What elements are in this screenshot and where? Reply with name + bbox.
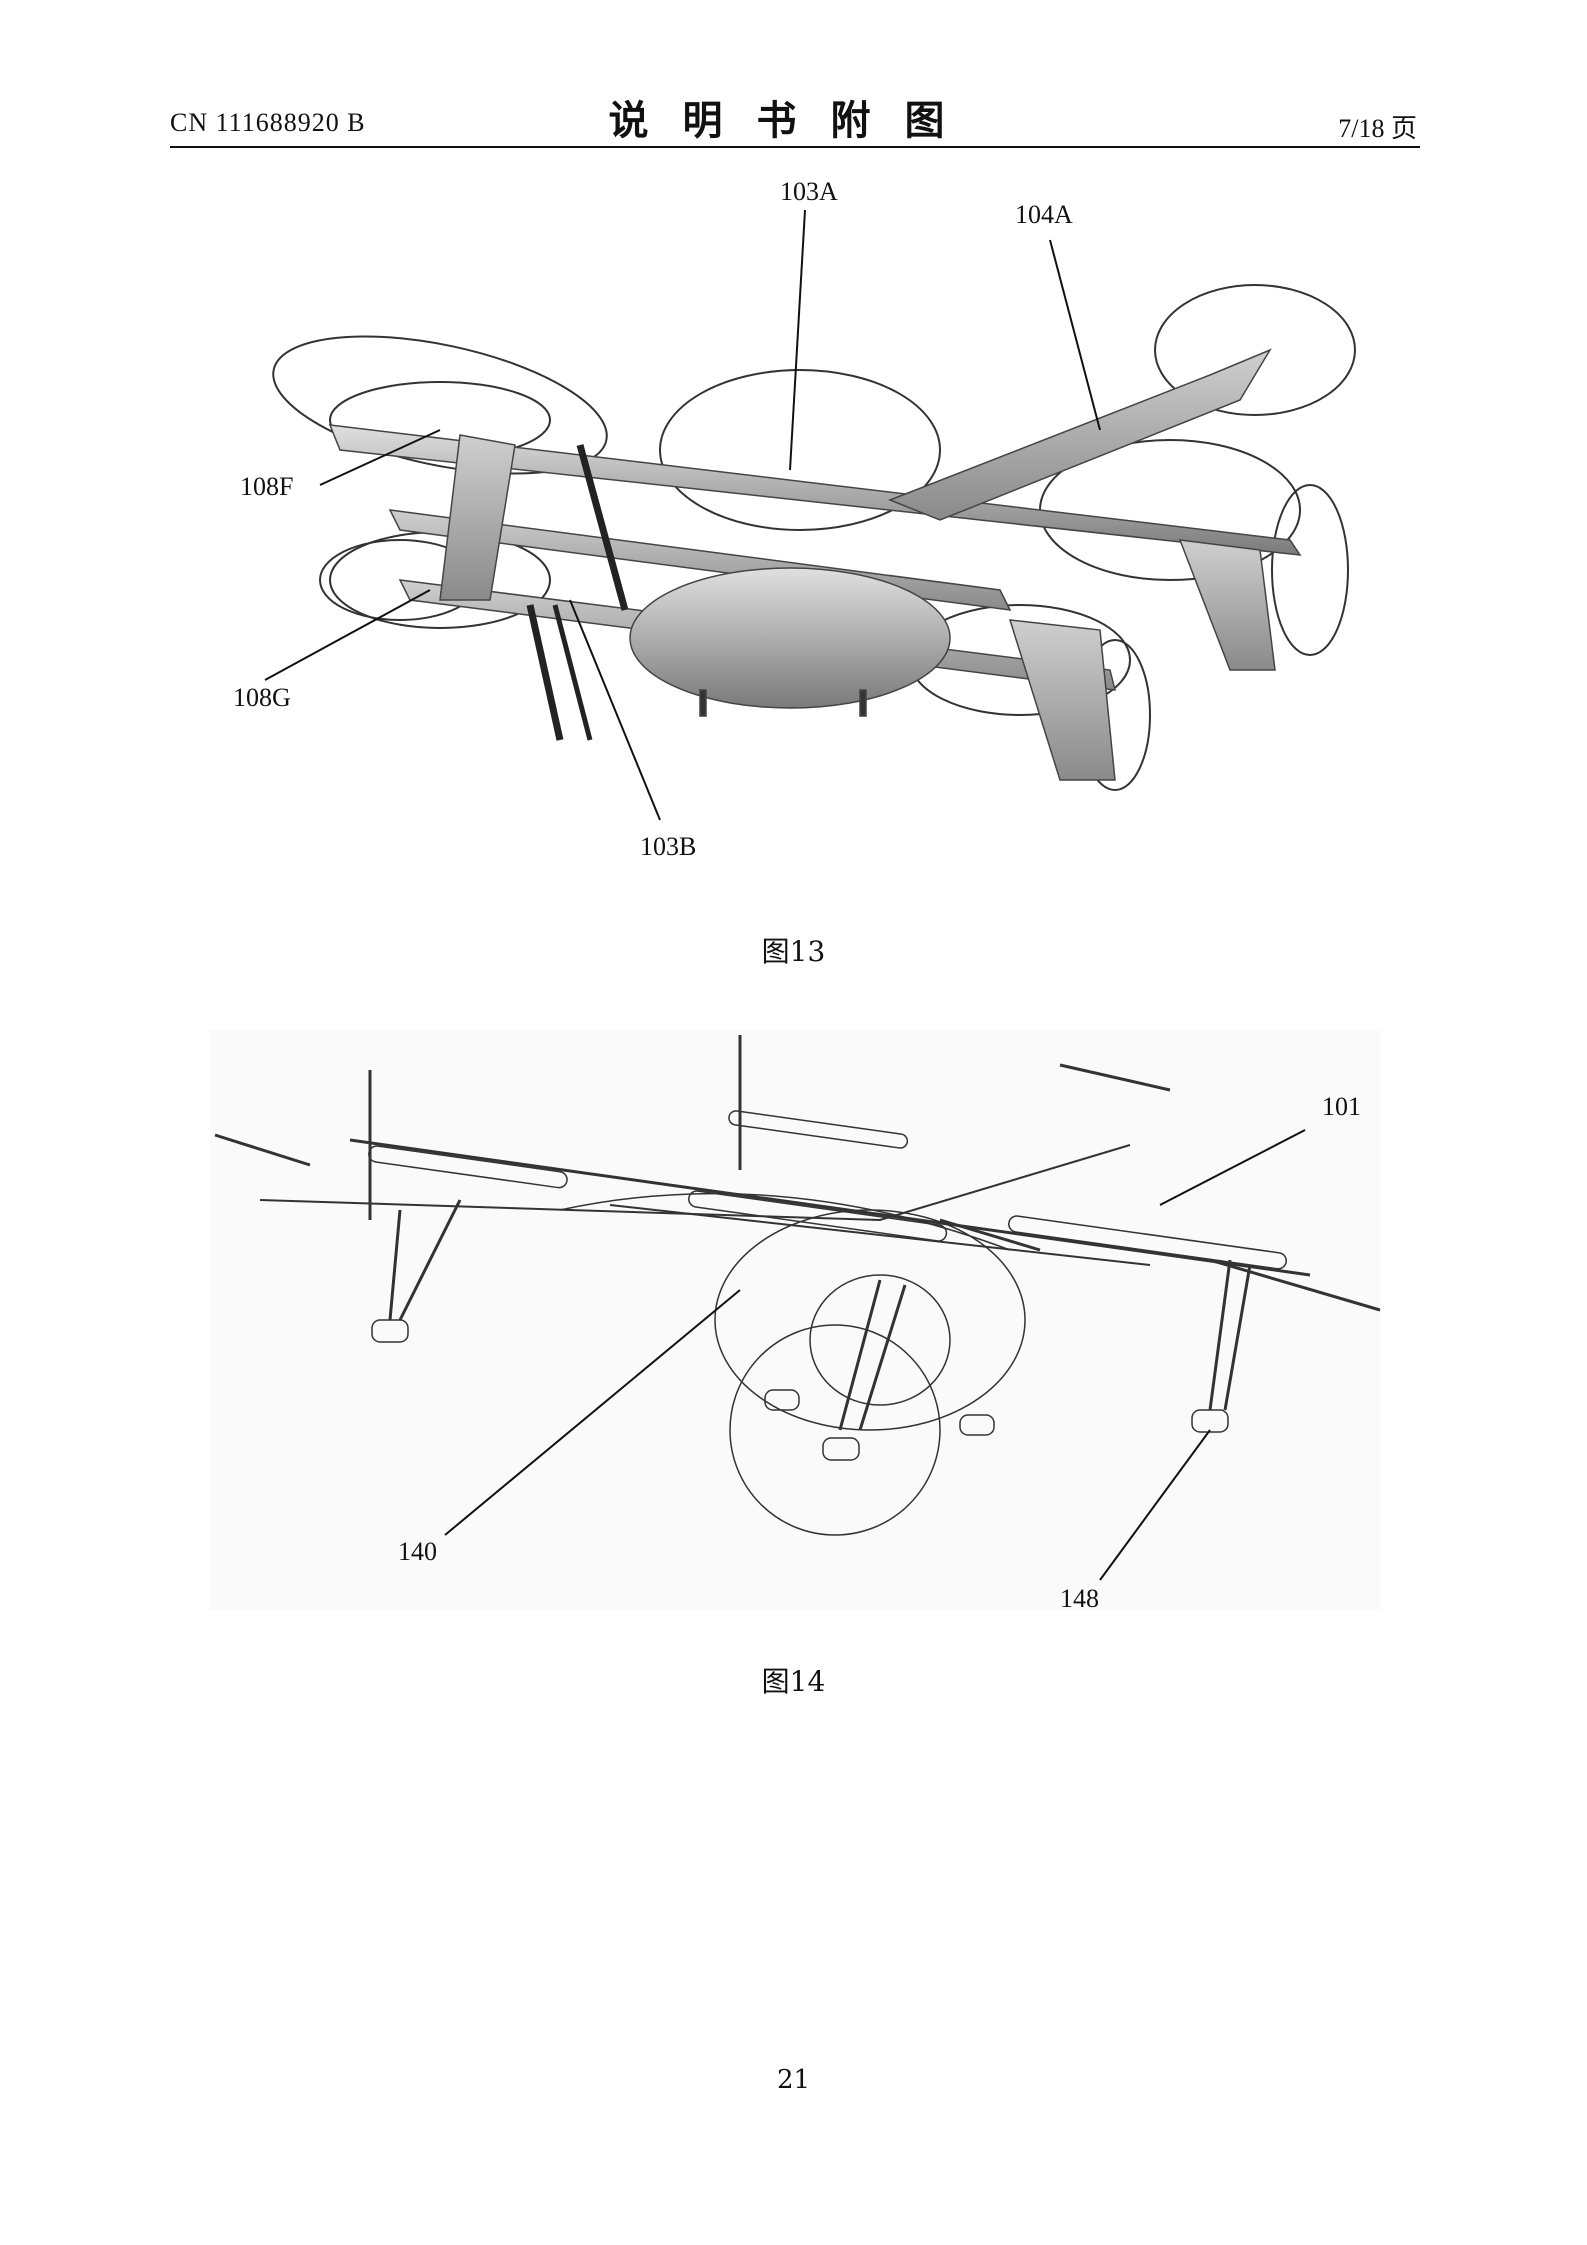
aircraft-13-body	[328, 348, 1302, 781]
label-101: 101	[1322, 1092, 1361, 1121]
figure-14-caption: 图14	[761, 1665, 826, 1698]
label-108G: 108G	[233, 683, 291, 712]
patent-number: CN 111688920 B	[170, 108, 366, 137]
aircraft-14	[214, 1035, 1381, 1536]
aircraft-13	[272, 284, 1356, 791]
rotor-disk	[659, 369, 941, 531]
fuselage	[629, 567, 951, 709]
fuselage	[714, 1209, 1026, 1431]
swept-wing	[887, 348, 1272, 521]
page-number: 21	[776, 2065, 811, 2095]
label-103A: 103A	[780, 177, 838, 206]
figure-14-drawing: 101 140 148	[210, 1030, 1381, 1613]
leader-lines	[264, 209, 1101, 821]
label-104A: 104A	[1015, 200, 1073, 229]
skid	[859, 689, 867, 717]
figure-background	[210, 1030, 1380, 1610]
figure-13-caption: 图13	[761, 935, 826, 968]
leader-lines	[444, 1129, 1306, 1581]
label-148: 148	[1060, 1584, 1099, 1613]
rotor-disk	[729, 1324, 941, 1536]
vertical-fin	[439, 434, 516, 601]
header-rule	[170, 146, 1420, 148]
figure-13-drawing: 103A 104A 108F 108G 103B	[233, 177, 1356, 861]
vertical-fin	[1008, 619, 1116, 781]
label-108F: 108F	[240, 472, 293, 501]
rotor-disk	[1271, 484, 1349, 656]
section-title: 说明书附图	[608, 98, 979, 144]
skid	[699, 689, 707, 717]
vertical-fin	[1178, 539, 1276, 671]
rotor-disk	[1154, 284, 1356, 416]
rotor-disk	[272, 335, 608, 475]
label-140: 140	[398, 1537, 437, 1566]
page-of-total: 7/18 页	[1338, 114, 1417, 143]
front-wing	[349, 1138, 1311, 1277]
label-103B: 103B	[640, 832, 696, 861]
rear-wing	[259, 1144, 1131, 1222]
cockpit	[809, 1274, 951, 1406]
